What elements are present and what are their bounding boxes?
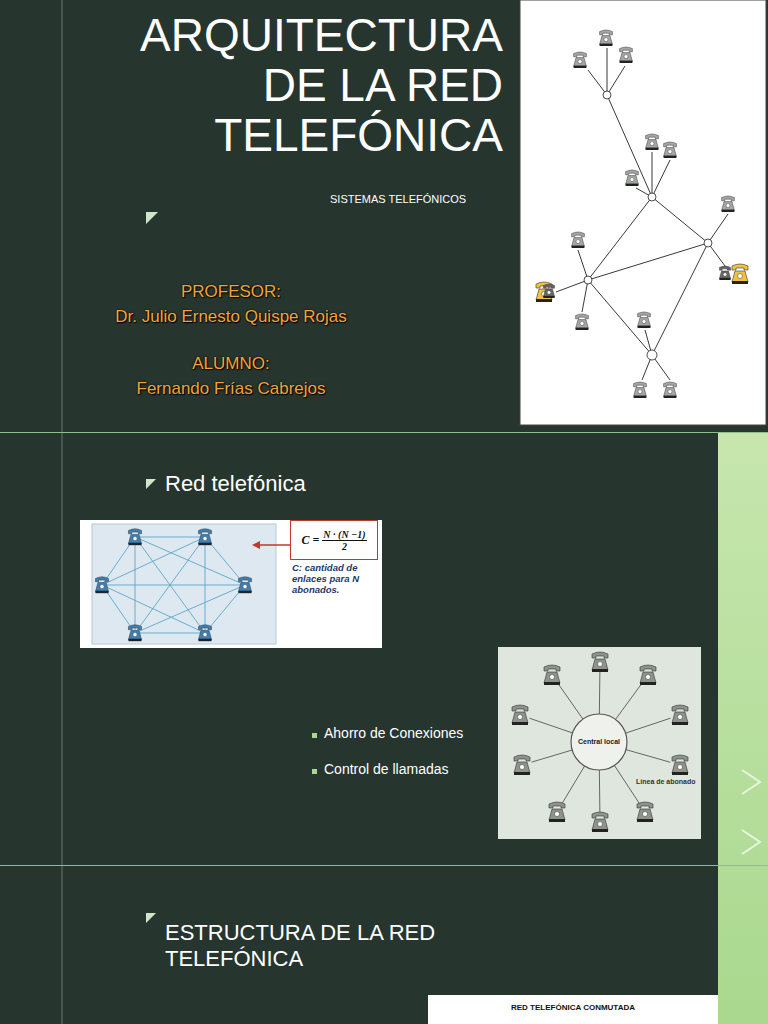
formula-denominator: 2 bbox=[342, 541, 347, 552]
mesh-link bbox=[135, 537, 205, 538]
line-label: Línea de abonado bbox=[636, 778, 698, 786]
bullet-text: Control de llamadas bbox=[324, 761, 494, 777]
central-office-circle: Central local bbox=[573, 716, 625, 768]
person-name: Dr. Julio Ernesto Quispe Rojas bbox=[61, 307, 401, 327]
art-shape bbox=[520, 0, 766, 425]
subscriber-line bbox=[558, 683, 583, 719]
art-shape bbox=[648, 193, 656, 201]
mesh-link bbox=[102, 585, 245, 586]
subscriber-line bbox=[614, 765, 639, 803]
art-shape bbox=[584, 276, 592, 284]
slide-heading: ESTRUCTURA DE LA RED TELEFÓNICA bbox=[165, 920, 565, 972]
phone-icon bbox=[672, 755, 688, 775]
formula-term: C = bbox=[301, 533, 319, 548]
art-shape bbox=[584, 91, 712, 360]
phone-icon bbox=[514, 755, 530, 775]
subscriber-line bbox=[599, 672, 601, 714]
art-shape bbox=[571, 714, 627, 770]
role-label: ALUMNO: bbox=[61, 354, 401, 374]
art-shape bbox=[572, 30, 735, 398]
phone-icon bbox=[238, 577, 251, 593]
bullet-marker bbox=[312, 769, 317, 774]
art-shape bbox=[704, 239, 712, 247]
art-shape bbox=[543, 266, 730, 298]
subtitle: SISTEMAS TELEFÓNICOS bbox=[330, 193, 520, 206]
art-shape bbox=[572, 232, 585, 248]
phone-icon bbox=[640, 665, 656, 685]
subscriber-line bbox=[626, 750, 670, 763]
art-shape bbox=[576, 314, 589, 330]
art-shape bbox=[252, 541, 260, 549]
phone-icon bbox=[549, 802, 565, 822]
art-shape bbox=[638, 312, 651, 328]
art-shape bbox=[61, 0, 63, 1024]
phone-icon bbox=[592, 812, 608, 832]
art-shape bbox=[80, 520, 382, 648]
phone-icon bbox=[637, 802, 653, 822]
art-shape bbox=[603, 91, 611, 99]
art-shape bbox=[718, 433, 768, 1024]
art-shape bbox=[600, 30, 613, 46]
art-shape bbox=[543, 284, 554, 298]
art-shape bbox=[0, 865, 768, 866]
art-shape bbox=[664, 382, 677, 398]
art-shape bbox=[719, 266, 730, 280]
subscriber-line bbox=[626, 718, 671, 733]
subscriber-line bbox=[599, 770, 601, 812]
phone-icon bbox=[95, 577, 108, 593]
bullet-marker bbox=[312, 733, 317, 738]
mesh-link bbox=[135, 633, 205, 634]
art-shape bbox=[512, 652, 688, 832]
subscriber-line bbox=[616, 683, 643, 719]
mesh-link bbox=[135, 585, 245, 633]
art-shape bbox=[92, 524, 276, 644]
art-shape bbox=[646, 134, 659, 150]
art-shape bbox=[647, 350, 657, 360]
phone-icon bbox=[544, 665, 560, 685]
art-shape bbox=[634, 382, 647, 398]
role-label: PROFESOR: bbox=[61, 282, 401, 302]
phone-icon bbox=[512, 705, 528, 725]
subscriber-line bbox=[562, 766, 584, 803]
formula-caption: C: cantidad de enlaces para N abonados. bbox=[292, 563, 380, 596]
art-shape bbox=[95, 529, 251, 641]
art-shape bbox=[529, 672, 670, 812]
phone-icon bbox=[672, 705, 688, 725]
art-shape bbox=[574, 52, 587, 68]
formula-box: C =N · (N −1)2 bbox=[290, 520, 378, 560]
art-shape bbox=[536, 264, 748, 302]
node-text: Central local bbox=[578, 738, 620, 746]
art-shape bbox=[0, 432, 768, 433]
formula-numerator: N · (N −1) bbox=[322, 529, 366, 541]
phone-icon bbox=[198, 529, 211, 545]
art-shape bbox=[556, 48, 728, 380]
phone-icon bbox=[592, 652, 608, 672]
phone-icon bbox=[128, 625, 141, 641]
art-shape bbox=[556, 48, 728, 380]
slide-heading: Red telefónica bbox=[165, 471, 465, 496]
art-shape bbox=[588, 95, 708, 355]
subscriber-line bbox=[529, 718, 572, 733]
image-caption: RED TELEFÓNICA CONMUTADA bbox=[428, 1003, 718, 1012]
slide-title: ARQUITECTURA DE LA RED TELEFÓNICA bbox=[103, 10, 503, 160]
bullet-text: Ahorro de Conexiones bbox=[324, 725, 494, 741]
art-shape bbox=[722, 196, 735, 212]
art-shape bbox=[626, 170, 639, 186]
phone-icon bbox=[198, 625, 211, 641]
art-shape bbox=[256, 544, 290, 545]
art-shape bbox=[620, 47, 633, 63]
phone-icon bbox=[128, 529, 141, 545]
art-shape bbox=[428, 995, 718, 1024]
art-shape bbox=[732, 264, 748, 284]
art-shape bbox=[742, 770, 760, 854]
subscriber-line bbox=[532, 750, 573, 762]
mesh-link bbox=[102, 537, 205, 585]
art-shape bbox=[498, 647, 701, 839]
art-shape bbox=[102, 537, 245, 633]
person-name: Fernando Frías Cabrejos bbox=[61, 379, 401, 399]
formula-fraction: N · (N −1)2 bbox=[322, 529, 366, 552]
art-shape bbox=[664, 142, 677, 158]
